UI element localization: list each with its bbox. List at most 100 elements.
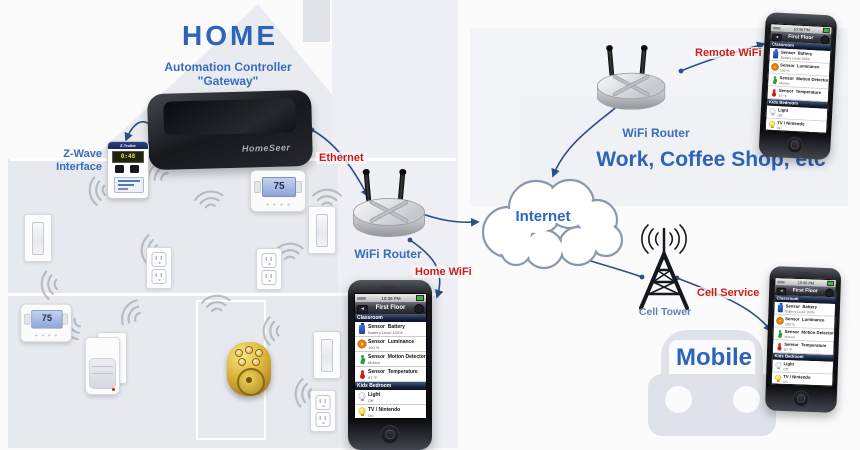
phone-row-status: 100 % [784, 321, 795, 327]
light-off-icon [770, 107, 776, 114]
phone-row-status: Off [783, 366, 788, 372]
controller-label: Automation Controller "Gateway" [146, 60, 310, 88]
ethernet-label: Ethernet [316, 152, 367, 164]
back-button[interactable]: ◂ [357, 304, 368, 314]
temperature-icon [772, 88, 776, 95]
home-wifi-router [352, 171, 425, 252]
thermostat-display: 75 [31, 310, 63, 329]
phone-row-status: On [368, 413, 374, 418]
phone-nav-bar: ◂First Floor [774, 284, 836, 298]
temperature-icon [777, 342, 781, 349]
zwave-waves-icon [262, 316, 280, 346]
work-wifi-router-label: WiFi Router [622, 126, 690, 140]
status-time: 10:36 PM [381, 295, 401, 301]
phone-row-status: Off [368, 398, 374, 403]
zwave-waves-icon [194, 190, 224, 209]
phone-row-status: 100 % [779, 68, 790, 73]
phone-row-status: Battery Level 100% [780, 55, 811, 62]
phone-row-status: 100 % [368, 345, 380, 350]
link-router-homephone [409, 239, 444, 299]
door-lock [227, 342, 271, 396]
temperature-icon [359, 369, 365, 379]
battery-icon [359, 323, 365, 334]
mobile-title: Mobile [676, 344, 752, 371]
zwave-device-name: Z-Troller [108, 142, 148, 149]
battery-icon [772, 50, 779, 59]
zwave-device-sticker [114, 177, 144, 193]
wall-outlet [256, 248, 282, 290]
earpiece-icon [798, 272, 813, 276]
luminance-icon [776, 316, 784, 324]
antenna-icon [607, 47, 615, 77]
light-off-icon [359, 392, 365, 401]
phone-nav-bar: ◂ First Floor [355, 302, 426, 314]
phone-section-header: Kids Bedroom [355, 382, 426, 390]
lock-knob [237, 368, 265, 396]
back-button[interactable]: ◂ [772, 33, 782, 42]
earpiece-icon [794, 18, 809, 22]
light-on-icon [769, 120, 775, 127]
zwave-waves-icon [88, 176, 107, 206]
phone-nav-title: First Floor [788, 34, 814, 41]
phone-row-status: Battery Level 100% [368, 330, 403, 335]
car [648, 328, 776, 446]
controller-label-line2: "Gateway" [197, 74, 259, 88]
nav-action-button[interactable] [414, 304, 424, 314]
nav-action-button[interactable] [820, 35, 830, 45]
phone-row-status: Motion [368, 360, 381, 365]
phone-row-status: On [782, 379, 788, 384]
work-wifi-router [596, 47, 666, 124]
phone-row-status: Motion [779, 80, 790, 86]
phone-row-status: On [776, 125, 782, 131]
battery-icon [777, 304, 784, 312]
house-chimney [303, 0, 330, 42]
phone-nav-title: First Floor [375, 305, 406, 311]
nav-action-button[interactable] [825, 288, 834, 298]
thermostat-display: 75 [262, 177, 296, 197]
internet-cloud [481, 178, 624, 270]
zwave-waves-icon [40, 270, 59, 300]
light-switch [308, 206, 336, 254]
home-button[interactable] [786, 136, 804, 154]
light-switch [313, 331, 341, 379]
home-button[interactable] [380, 425, 400, 444]
controller-top-glass [163, 98, 297, 136]
home-button[interactable] [792, 390, 810, 407]
carrier-indicator [777, 280, 785, 284]
motion-sensor [85, 337, 120, 395]
motion-icon [358, 354, 366, 364]
status-time: 10:36 PM [793, 26, 810, 32]
phone-row-title: Light [368, 391, 381, 398]
zwave-interface-label: Z-Wave Interface [56, 148, 102, 173]
back-button[interactable]: ◂ [776, 287, 787, 296]
zwave-device-lcd: 0:48 [112, 151, 144, 163]
wall-outlet [310, 390, 336, 432]
router-top [353, 198, 425, 226]
phone-row-status: Motion [784, 334, 795, 340]
home-wifi-router-label: WiFi Router [354, 247, 422, 261]
thermostat: 75 [20, 303, 72, 343]
battery-indicator-icon [822, 27, 830, 33]
phone-section-header: Classroom [355, 314, 426, 322]
light-on-icon [775, 374, 781, 380]
light-on-icon [359, 407, 365, 416]
phone-row-title: TV / Nintendo [368, 406, 401, 413]
light-switch [24, 214, 52, 262]
carrier-indicator [772, 26, 781, 30]
zwave-device-button [115, 165, 124, 173]
phone-row-status: Battery Level 100% [785, 309, 815, 315]
